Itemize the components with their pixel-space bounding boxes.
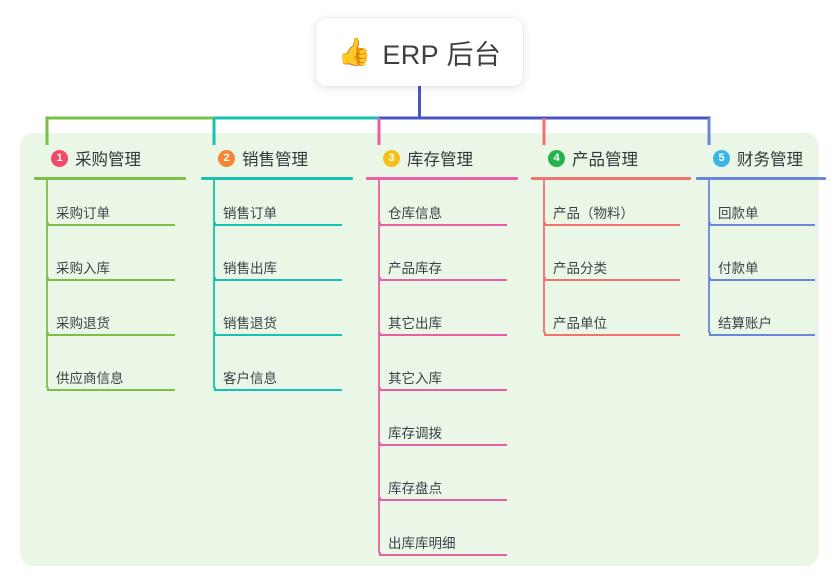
leaf-item[interactable]: 销售出库 [201,248,353,281]
leaf-label: 采购订单 [56,206,110,221]
column-badge-1: 1 [51,149,68,167]
leaf-list: 回款单付款单结算账户 [696,180,826,345]
leaf-item[interactable]: 结算账户 [696,303,826,336]
leaf-item[interactable]: 付款单 [696,248,826,281]
leaf-underline [214,279,342,281]
leaf-underline [379,444,507,446]
leaf-item[interactable]: 产品库存 [366,248,518,281]
column-header-5[interactable]: 5 财务管理 [696,145,826,171]
column-underline [366,177,518,180]
thumbs-up-icon: 👍 [337,36,372,67]
leaf-label: 采购入库 [56,261,110,276]
leaf-label: 出库库明细 [388,536,456,551]
leaf-underline [709,334,815,336]
leaf-underline [379,499,507,501]
root-title: ERP 后台 [382,39,502,70]
column-title: 产品管理 [572,151,638,169]
leaf-underline [379,224,507,226]
leaf-underline [379,389,507,391]
column-产品管理: 4 产品管理产品（物料） 产品分类产品单位 [531,145,691,345]
leaf-underline [47,334,175,336]
column-title: 销售管理 [242,151,308,169]
leaf-list: 产品（物料） 产品分类产品单位 [531,180,691,345]
leaf-item[interactable]: 产品（物料） [531,193,691,226]
leaf-label: 回款单 [718,206,759,221]
leaf-label: 其它入库 [388,371,442,386]
column-underline [34,177,186,180]
leaf-label: 库存盘点 [388,481,442,496]
leaf-label: 产品库存 [388,261,442,276]
leaf-underline [379,554,507,556]
column-title: 库存管理 [407,151,473,169]
leaf-underline [709,279,815,281]
leaf-underline [544,279,680,281]
leaf-item[interactable]: 销售退货 [201,303,353,336]
column-header-3[interactable]: 3 库存管理 [366,145,518,171]
leaf-label: 销售退货 [223,316,277,331]
column-badge-2: 2 [218,149,235,167]
column-badge-3: 3 [383,149,400,167]
leaf-item[interactable]: 其它出库 [366,303,518,336]
leaf-item[interactable]: 产品单位 [531,303,691,336]
leaf-underline [47,279,175,281]
leaf-list: 仓库信息产品库存其它出库其它入库库存调拨库存盘点出库库明细 [366,180,518,565]
column-badge-5: 5 [713,149,730,167]
leaf-label: 销售订单 [223,206,277,221]
leaf-item[interactable]: 回款单 [696,193,826,226]
leaf-label: 销售出库 [223,261,277,276]
leaf-label: 库存调拨 [388,426,442,441]
columns-panel [20,133,819,566]
column-title: 财务管理 [737,151,803,169]
column-财务管理: 5 财务管理回款单付款单结算账户 [696,145,826,345]
leaf-list: 销售订单销售出库销售退货客户信息 [201,180,353,400]
leaf-list: 采购订单采购入库采购退货供应商信息 [34,180,186,400]
column-header-2[interactable]: 2 销售管理 [201,145,353,171]
root-node[interactable]: 👍 ERP 后台 [316,18,523,86]
leaf-underline [47,224,175,226]
leaf-label: 仓库信息 [388,206,442,221]
leaf-underline [379,334,507,336]
leaf-underline [544,334,680,336]
leaf-label: 客户信息 [223,371,277,386]
leaf-underline [214,334,342,336]
leaf-item[interactable]: 采购退货 [34,303,186,336]
leaf-underline [214,389,342,391]
column-badge-4: 4 [548,149,565,167]
leaf-item[interactable]: 仓库信息 [366,193,518,226]
column-underline [531,177,691,180]
leaf-label: 产品分类 [553,261,607,276]
column-header-1[interactable]: 1 采购管理 [34,145,186,171]
leaf-item[interactable]: 库存盘点 [366,468,518,501]
leaf-item[interactable]: 供应商信息 [34,358,186,391]
leaf-underline [544,224,680,226]
leaf-underline [379,279,507,281]
leaf-label: 付款单 [718,261,759,276]
column-header-4[interactable]: 4 产品管理 [531,145,691,171]
leaf-item[interactable]: 采购订单 [34,193,186,226]
leaf-label: 产品（物料） [553,206,634,221]
leaf-item[interactable]: 其它入库 [366,358,518,391]
column-underline [696,177,826,180]
leaf-item[interactable]: 客户信息 [201,358,353,391]
column-销售管理: 2 销售管理销售订单销售出库销售退货客户信息 [201,145,353,400]
leaf-underline [47,389,175,391]
leaf-item[interactable]: 出库库明细 [366,523,518,556]
leaf-underline [709,224,815,226]
column-title: 采购管理 [75,151,141,169]
column-库存管理: 3 库存管理仓库信息产品库存其它出库其它入库库存调拨库存盘点出库库明细 [366,145,518,565]
leaf-label: 采购退货 [56,316,110,331]
leaf-item[interactable]: 采购入库 [34,248,186,281]
leaf-underline [214,224,342,226]
leaf-item[interactable]: 产品分类 [531,248,691,281]
leaf-label: 结算账户 [718,316,772,331]
leaf-item[interactable]: 库存调拨 [366,413,518,446]
column-underline [201,177,353,180]
column-采购管理: 1 采购管理采购订单采购入库采购退货供应商信息 [34,145,186,400]
leaf-label: 产品单位 [553,316,607,331]
leaf-label: 其它出库 [388,316,442,331]
leaf-item[interactable]: 销售订单 [201,193,353,226]
leaf-label: 供应商信息 [56,371,124,386]
